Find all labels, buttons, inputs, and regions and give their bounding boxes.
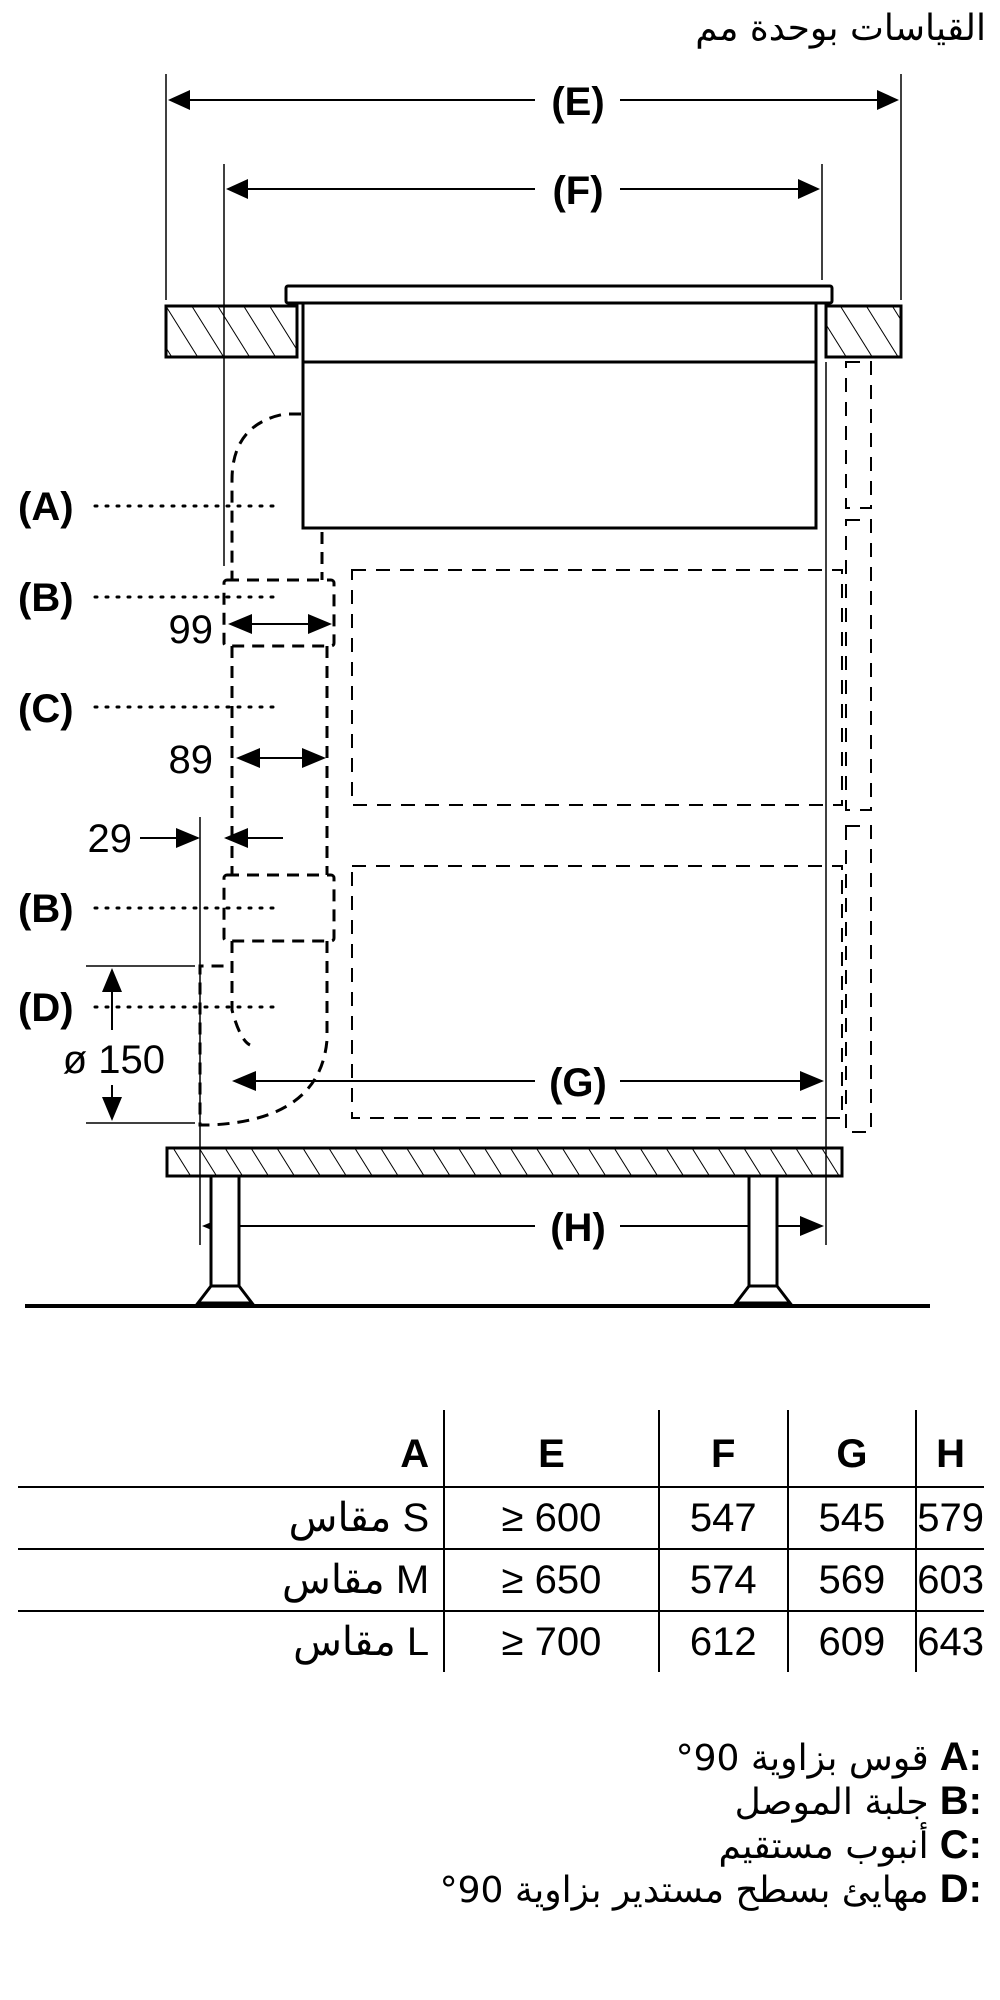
drawer-outlines bbox=[351, 361, 872, 1133]
countertop bbox=[164, 304, 903, 359]
cell-g: 545 bbox=[786, 1486, 917, 1549]
cell-size: مقاس L bbox=[18, 1610, 445, 1672]
legend-item: قوس بزاوية 90° A: bbox=[440, 1736, 982, 1780]
cell-h: 603 bbox=[915, 1548, 984, 1611]
dimension-f: (F) bbox=[226, 169, 820, 213]
label-c: (C) bbox=[18, 687, 74, 731]
arrow-right-icon bbox=[798, 179, 820, 199]
cell-g: 609 bbox=[786, 1610, 917, 1672]
header-h: H bbox=[915, 1410, 984, 1487]
component-labels: (A) (B) (C) (B) (D) bbox=[18, 485, 277, 1030]
legend-key: A: bbox=[939, 1735, 982, 1779]
header-f: F bbox=[657, 1410, 788, 1487]
cooktop-unit bbox=[284, 284, 834, 530]
label-b-lower: (B) bbox=[18, 887, 74, 931]
dimension-g: (G) bbox=[232, 1061, 824, 1105]
dimension-e: (E) bbox=[168, 80, 899, 124]
legend-key: C: bbox=[939, 1823, 982, 1867]
extension-lines bbox=[165, 74, 902, 1245]
table-row: مقاس S ≥ 600 547 545 579 bbox=[18, 1486, 984, 1549]
dimension-label-h: (H) bbox=[550, 1206, 606, 1250]
units-title: القياسات بوحدة مم bbox=[695, 8, 986, 49]
legend-text: جلبة الموصل bbox=[734, 1782, 929, 1823]
header-e: E bbox=[443, 1410, 659, 1487]
measure-89: 89 bbox=[169, 738, 214, 782]
cell-e: ≥ 700 bbox=[443, 1610, 659, 1672]
cell-size: مقاس S bbox=[18, 1486, 445, 1549]
table-row: مقاس M ≥ 650 574 569 603 bbox=[18, 1548, 984, 1611]
cell-size: مقاس M bbox=[18, 1548, 445, 1611]
header-a: A bbox=[400, 1432, 430, 1476]
cell-f: 574 bbox=[657, 1548, 788, 1611]
legend-key: B: bbox=[939, 1779, 982, 1823]
measure-29: 29 bbox=[88, 817, 133, 861]
arrow-left-icon bbox=[168, 90, 190, 110]
measure-diameter: ø 150 bbox=[63, 1038, 165, 1082]
dimension-label-f: (F) bbox=[552, 169, 603, 213]
installation-diagram: (E) (F) (A) ( bbox=[18, 74, 930, 1308]
legend-text: أنبوب مستقيم bbox=[718, 1826, 929, 1867]
legend-item: جلبة الموصل B: bbox=[440, 1780, 982, 1824]
cabinet-base-shelf bbox=[165, 1146, 844, 1178]
cell-g: 569 bbox=[786, 1548, 917, 1611]
cell-e: ≥ 600 bbox=[443, 1486, 659, 1549]
table-row: مقاس L ≥ 700 612 609 643 bbox=[18, 1610, 984, 1672]
cell-e: ≥ 650 bbox=[443, 1548, 659, 1611]
legend-text: مهايئ بسطح مستدير بزاوية 90° bbox=[439, 1870, 929, 1911]
legend-item: مهايئ بسطح مستدير بزاوية 90° D: bbox=[440, 1868, 982, 1912]
dimensions-table: A E F G H مقاس S ≥ 600 547 545 579 مقاس … bbox=[18, 1410, 984, 1672]
dimension-label-e: (E) bbox=[551, 80, 604, 124]
cell-f: 612 bbox=[657, 1610, 788, 1672]
header-g: G bbox=[786, 1410, 917, 1487]
legend-item: أنبوب مستقيم C: bbox=[440, 1824, 982, 1868]
dimension-label-g: (G) bbox=[549, 1061, 607, 1105]
legend: قوس بزاوية 90° A: جلبة الموصل B: أنبوب م… bbox=[440, 1736, 982, 1912]
legend-key: D: bbox=[939, 1867, 982, 1911]
cell-h: 579 bbox=[915, 1486, 984, 1549]
label-a: (A) bbox=[18, 485, 74, 529]
cell-f: 547 bbox=[657, 1486, 788, 1549]
cabinet-legs bbox=[194, 1174, 794, 1305]
label-b: (B) bbox=[18, 576, 74, 620]
dimension-h: (H) bbox=[202, 1206, 824, 1250]
measurements: 99 89 29 ø 150 bbox=[63, 608, 332, 1124]
arrow-left-icon bbox=[226, 179, 248, 199]
cell-h: 643 bbox=[915, 1610, 984, 1672]
measure-99: 99 bbox=[169, 608, 214, 652]
arrow-right-icon bbox=[877, 90, 899, 110]
label-d: (D) bbox=[18, 986, 74, 1030]
legend-text: قوس بزاوية 90° bbox=[675, 1738, 929, 1779]
table-header-row: A E F G H bbox=[18, 1410, 984, 1487]
